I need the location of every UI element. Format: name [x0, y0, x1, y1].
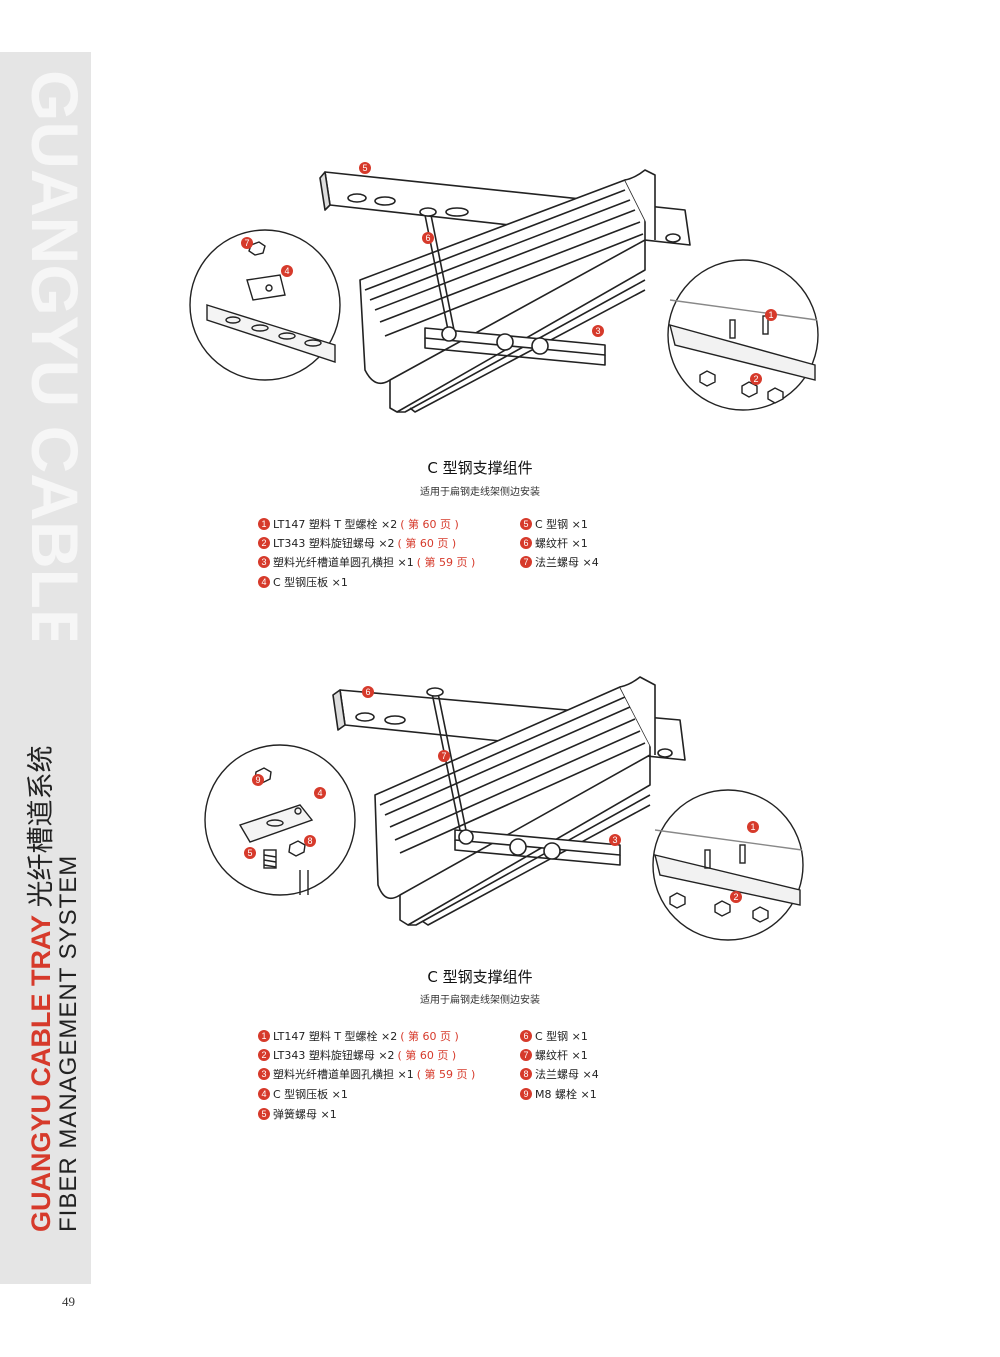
fig1-callout-1: 1 [768, 310, 773, 320]
part-text: C 型钢 ×1 [535, 1030, 588, 1043]
part-number: 7 [520, 1049, 532, 1061]
part-text: 塑料光纤槽道单圆孔横担 ×1 [273, 556, 414, 569]
sidebar-watermark: GUANGYU CABLE TRAY [18, 70, 88, 640]
fig2-callout-9: 9 [255, 775, 260, 785]
part-number: 3 [258, 556, 270, 568]
watermark-text: GUANGYU CABLE TRAY [18, 70, 88, 640]
part-number: 7 [520, 556, 532, 568]
part-text: LT147 塑料 T 型螺栓 ×2 [273, 518, 398, 531]
fig1-callout-2: 2 [753, 374, 758, 384]
part-number: 1 [258, 1030, 270, 1042]
page-number: 49 [62, 1294, 75, 1309]
part-text: LT343 塑料旋钮螺母 ×2 [273, 537, 395, 550]
fig2-callout-4: 4 [317, 788, 322, 798]
part-text: 弹簧螺母 ×1 [273, 1108, 337, 1121]
part-text: C 型钢压板 ×1 [273, 576, 348, 589]
fig2-callout-6: 6 [365, 687, 370, 697]
page-ref: ( 第 60 页 ) [400, 1030, 459, 1043]
part-text: 螺纹杆 ×1 [535, 537, 588, 550]
fig2-callout-2: 2 [733, 892, 738, 902]
part-text: M8 螺栓 ×1 [535, 1088, 597, 1101]
part-number: 4 [258, 1088, 270, 1100]
part-number: 2 [258, 537, 270, 549]
section2-subtitle: 适用于扁钢走线架侧边安装 [420, 995, 540, 1006]
page-ref: ( 第 60 页 ) [400, 518, 459, 531]
part-number: 8 [520, 1068, 532, 1080]
section2-title: C 型钢支撑组件 [427, 968, 533, 986]
brand-block: GUANGYU CABLE TRAY 光纤槽道系统 FIBER MANAGEME… [26, 745, 82, 1232]
section1-title: C 型钢支撑组件 [427, 459, 533, 477]
fig1-callout-7: 7 [244, 238, 249, 248]
part-number: 3 [258, 1068, 270, 1080]
part-text: 塑料光纤槽道单圆孔横担 ×1 [273, 1068, 414, 1081]
part-text: LT343 塑料旋钮螺母 ×2 [273, 1049, 395, 1062]
fig1-callout-6: 6 [425, 233, 430, 243]
part-number: 5 [520, 518, 532, 530]
brand-subtitle: FIBER MANAGEMENT SYSTEM [55, 854, 82, 1232]
part-number: 1 [258, 518, 270, 530]
part-text: C 型钢压板 ×1 [273, 1088, 348, 1101]
part-number: 4 [258, 576, 270, 588]
page-ref: ( 第 59 页 ) [416, 556, 476, 569]
part-number: 2 [258, 1049, 270, 1061]
fig2-callout-5: 5 [247, 848, 252, 858]
fig2-callout-1: 1 [750, 822, 755, 832]
part-text: C 型钢 ×1 [535, 518, 588, 531]
fig2-callout-3: 3 [612, 835, 617, 845]
assembly-diagram-1: 5 6 3 7 4 1 2 [189, 162, 819, 413]
page-ref: ( 第 60 页 ) [397, 537, 457, 550]
assembly-diagram-2: 6 7 3 9 4 5 8 1 2 [204, 676, 804, 941]
sidebar-band [0, 52, 91, 1284]
part-text: LT147 塑料 T 型螺栓 ×2 [273, 1030, 398, 1043]
fig1-callout-4: 4 [284, 266, 289, 276]
fig1-callout-3: 3 [595, 326, 600, 336]
page-ref: ( 第 59 页 ) [416, 1068, 476, 1081]
fig2-callout-7: 7 [441, 751, 446, 761]
part-text: 法兰螺母 ×4 [535, 556, 599, 569]
part-text: 螺纹杆 ×1 [535, 1049, 588, 1062]
part-number: 6 [520, 1030, 532, 1042]
part-number: 5 [258, 1108, 270, 1120]
fig2-callout-8: 8 [307, 836, 312, 846]
brand-en: GUANGYU CABLE TRAY [26, 914, 56, 1232]
part-number: 9 [520, 1088, 532, 1100]
section1-subtitle: 适用于扁钢走线架侧边安装 [420, 487, 540, 498]
page-ref: ( 第 60 页 ) [397, 1049, 457, 1062]
part-number: 6 [520, 537, 532, 549]
brand-cn: 光纤槽道系统 [26, 745, 56, 908]
fig1-callout-5: 5 [362, 163, 367, 173]
part-text: 法兰螺母 ×4 [535, 1068, 599, 1081]
